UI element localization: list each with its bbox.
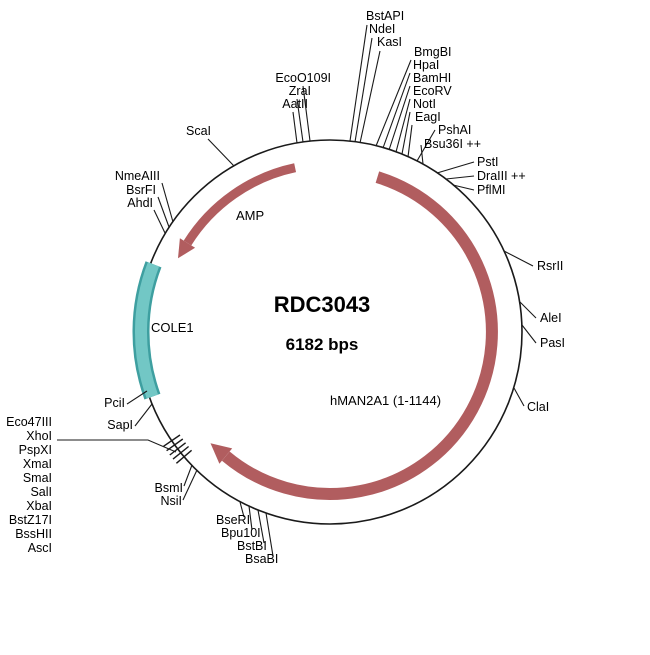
ori-band	[134, 262, 160, 399]
site-tick	[452, 184, 475, 191]
site-tick	[157, 196, 170, 228]
site-label: XbaI	[26, 499, 52, 513]
site-tick	[239, 501, 245, 518]
site-label: NotI	[413, 97, 436, 111]
site-ticks	[126, 24, 537, 557]
site-label: PstI	[477, 155, 499, 169]
polylinker-leader-line	[57, 439, 177, 453]
polylinker-tick	[163, 434, 181, 447]
amp-gene-label: AMP	[236, 208, 264, 223]
site-tick	[134, 403, 153, 427]
site-label: XhoI	[26, 429, 52, 443]
plasmid-name: RDC3043	[274, 292, 371, 317]
site-label: RsrII	[537, 259, 563, 273]
site-tick	[248, 505, 253, 531]
plasmid-size: 6182 bps	[286, 335, 359, 354]
site-tick	[521, 324, 537, 344]
insert-gene-arrow-arc	[221, 171, 498, 500]
polylinker-tick	[172, 445, 190, 460]
site-tick	[257, 509, 265, 544]
site-label: NdeI	[369, 22, 395, 36]
site-label: SalI	[30, 485, 52, 499]
site-tick	[126, 390, 148, 405]
site-tick	[296, 98, 304, 143]
site-tick	[420, 144, 424, 165]
site-label: NsiI	[160, 494, 182, 508]
site-tick	[182, 469, 198, 501]
site-label: BsrFI	[126, 183, 156, 197]
site-label: Eco47III	[6, 415, 52, 429]
site-tick	[359, 50, 381, 144]
site-label: BstZ17I	[9, 513, 52, 527]
site-label: BstAPI	[366, 9, 404, 23]
site-label: PciI	[104, 396, 125, 410]
site-label: PspXI	[19, 443, 52, 457]
site-label: AhdI	[127, 196, 153, 210]
site-label: BmgBI	[414, 45, 452, 59]
site-tick	[416, 129, 436, 162]
site-label: EcoRV	[413, 84, 452, 98]
site-label: BsmI	[155, 481, 183, 495]
site-label: SmaI	[23, 471, 52, 485]
insert-gene-arrowhead	[210, 443, 233, 464]
insert-gene-label: hMAN2A1 (1-1144)	[330, 393, 441, 408]
site-label: XmaI	[23, 457, 52, 471]
site-label: Bpu10I	[221, 526, 261, 540]
site-tick	[388, 85, 411, 151]
plasmid-backbone-circle	[137, 139, 523, 525]
site-label: PshAI	[438, 123, 471, 137]
site-label: DraIII ++	[477, 169, 526, 183]
site-label: EagI	[415, 110, 441, 124]
site-label: NmeAIII	[115, 169, 160, 183]
site-tick	[375, 59, 412, 147]
site-label: ScaI	[186, 124, 211, 138]
site-tick	[395, 98, 411, 153]
site-tick	[292, 111, 298, 144]
site-tick	[354, 37, 373, 143]
site-tick	[183, 464, 193, 487]
site-label: AatII	[282, 97, 308, 111]
site-label: PasI	[540, 336, 565, 350]
ori-label: COLE1	[151, 320, 194, 335]
site-tick	[161, 182, 174, 223]
site-tick	[407, 124, 413, 158]
site-tick	[513, 387, 525, 407]
site-label: BstBI	[237, 539, 267, 553]
polylinker-tick	[175, 449, 193, 464]
amp-gene-arrow-arc	[183, 163, 297, 246]
site-tick	[519, 301, 537, 319]
site-label: EcoO109I	[275, 71, 331, 85]
site-tick	[445, 175, 475, 180]
site-labels: BstAPI NdeI KasI BmgBI HpaI BamHI EcoRV …	[6, 9, 565, 566]
site-label: AscI	[28, 541, 52, 555]
site-tick	[436, 161, 475, 174]
site-label: KasI	[377, 35, 402, 49]
site-label: BssHII	[15, 527, 52, 541]
site-tick	[265, 512, 274, 557]
site-label: ClaI	[527, 400, 549, 414]
site-tick	[349, 24, 368, 142]
polylinker-tick	[169, 442, 187, 456]
site-label: ZraI	[289, 84, 311, 98]
site-tick	[382, 72, 411, 149]
polylinker-ticks	[163, 434, 193, 464]
site-tick	[401, 111, 411, 155]
site-label: BseRI	[216, 513, 250, 527]
site-label: Bsu36I ++	[424, 137, 481, 151]
site-tick	[207, 138, 235, 167]
amp-gene-arrowhead	[178, 238, 196, 259]
site-tick	[302, 85, 311, 142]
site-tick	[153, 209, 166, 234]
site-label: PflMI	[477, 183, 505, 197]
site-label: HpaI	[413, 58, 439, 72]
site-tick	[503, 250, 534, 267]
site-label: BamHI	[413, 71, 451, 85]
site-label: AleI	[540, 311, 562, 325]
site-label: SapI	[107, 418, 133, 432]
site-label: BsaBI	[245, 552, 278, 566]
